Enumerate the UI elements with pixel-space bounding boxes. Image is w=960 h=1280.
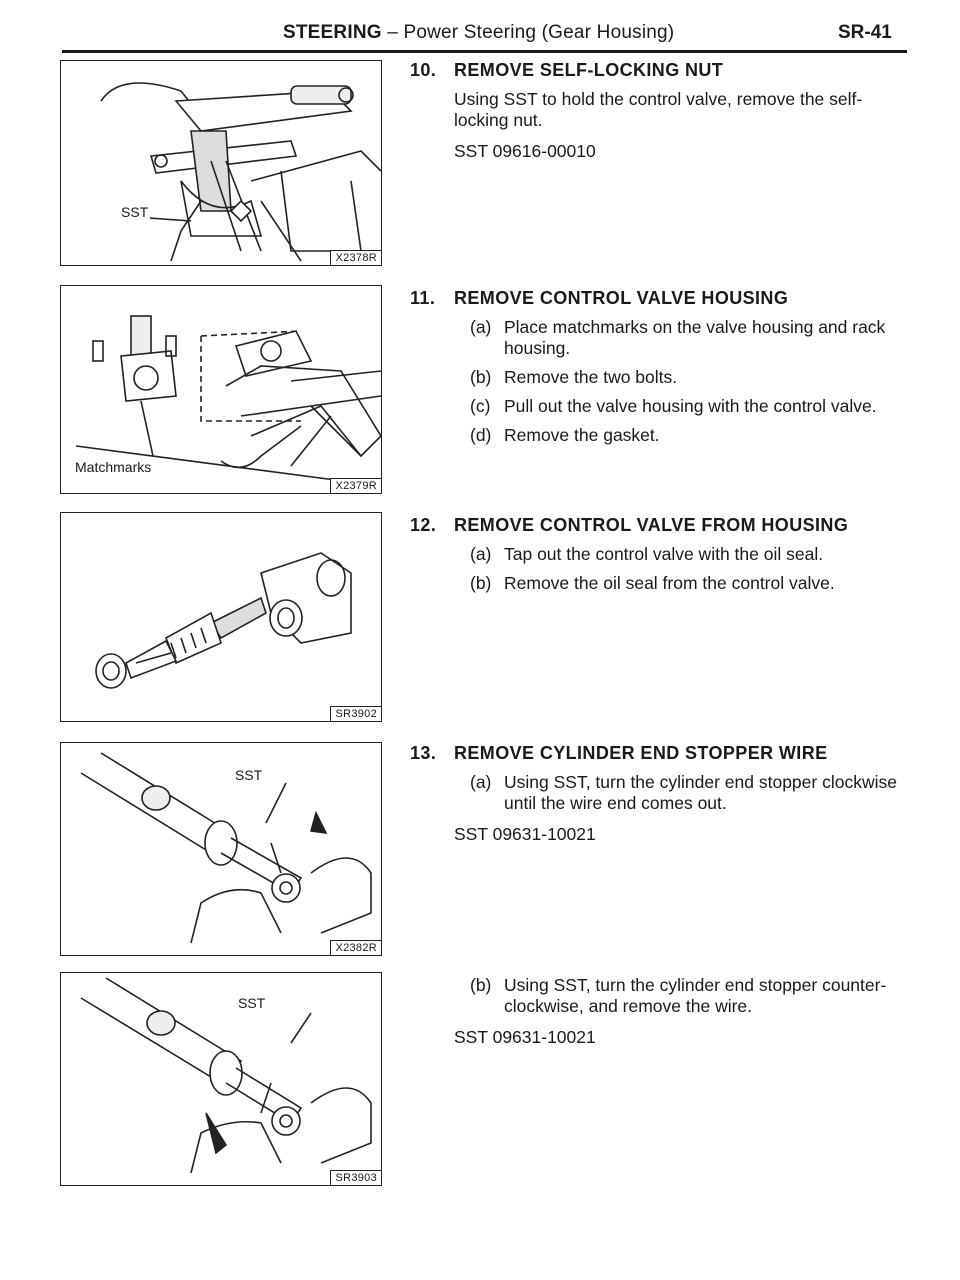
step-number: 12. — [410, 515, 437, 535]
figure-code: SR3902 — [330, 706, 381, 721]
sst-number: SST 09616-00010 — [454, 141, 596, 161]
page-header: STEERING – Power Steering (Gear Housing)… — [0, 10, 960, 53]
substep-label: (d) — [470, 425, 492, 445]
figure-control-valve-housing: Matchmarks X2379R — [60, 285, 382, 494]
header-section: STEERING — [283, 22, 382, 43]
illustration-self-locking-nut — [100, 82, 381, 262]
header-rule — [62, 50, 907, 53]
substep: (c) Pull out the valve housing with the c… — [470, 396, 910, 417]
step-13: 13. REMOVE CYLINDER END STOPPER WIRE (a)… — [410, 743, 910, 845]
illustration-control-valve-housing — [75, 315, 381, 487]
figure-code: X2378R — [330, 250, 381, 265]
illustration-control-valve — [95, 552, 352, 689]
substep-label: (a) — [470, 544, 492, 564]
step-heading: 10. REMOVE SELF-LOCKING NUT — [410, 60, 910, 81]
step-number: 10. — [410, 60, 437, 80]
substep-text: Remove the oil seal from the control val… — [504, 573, 835, 593]
substep: (b) Using SST, turn the cylinder end stop… — [470, 975, 910, 1017]
step-12: 12. REMOVE CONTROL VALVE FROM HOUSING (a… — [410, 515, 910, 594]
illustration-stopper-wire-counterclockwise — [80, 977, 372, 1174]
substep-label: (b) — [470, 573, 492, 593]
substep-label: (b) — [470, 975, 492, 995]
figure-self-locking-nut: SST X2378R — [60, 60, 382, 266]
step-number: 13. — [410, 743, 437, 763]
sst-number: SST 09631-10021 — [454, 824, 596, 844]
figure-code: X2379R — [330, 478, 381, 493]
substep: (a) Using SST, turn the cylinder end stop… — [470, 772, 910, 814]
step-heading: 11. REMOVE CONTROL VALVE HOUSING — [410, 288, 910, 309]
step-paragraph: Using SST to hold the control valve, rem… — [454, 89, 863, 130]
step-number: 11. — [410, 288, 436, 308]
substep: (a) Tap out the control valve with the oi… — [470, 544, 910, 565]
substep: (a) Place matchmarks on the valve housing… — [470, 317, 910, 359]
figure-label-matchmarks: Matchmarks — [73, 459, 154, 475]
substep-label: (a) — [470, 772, 492, 792]
sst-number: SST 09631-10021 — [454, 1027, 596, 1047]
substep-text: Remove the two bolts. — [504, 367, 678, 387]
step-heading: 13. REMOVE CYLINDER END STOPPER WIRE — [410, 743, 910, 764]
substep-text: Using SST, turn the cylinder end stopper… — [504, 772, 897, 813]
substep-text: Using SST, turn the cylinder end stopper… — [504, 975, 887, 1016]
step-title: REMOVE CYLINDER END STOPPER WIRE — [454, 743, 828, 763]
step-heading: 12. REMOVE CONTROL VALVE FROM HOUSING — [410, 515, 910, 536]
figure-code: X2382R — [330, 940, 381, 955]
substep-text: Tap out the control valve with the oil s… — [504, 544, 824, 564]
figure-stopper-wire-clockwise: SST X2382R — [60, 742, 382, 956]
figure-control-valve: SR3902 — [60, 512, 382, 722]
step-title: REMOVE CONTROL VALVE HOUSING — [454, 288, 789, 308]
step-11: 11. REMOVE CONTROL VALVE HOUSING (a) Plac… — [410, 288, 910, 446]
substep: (b) Remove the oil seal from the control … — [470, 573, 910, 594]
substep: (d) Remove the gasket. — [470, 425, 910, 446]
step-title: REMOVE SELF-LOCKING NUT — [454, 60, 724, 80]
figure-code: SR3903 — [330, 1170, 381, 1185]
substep: (b) Remove the two bolts. — [470, 367, 910, 388]
figure-stopper-wire-counterclockwise: SST SR3903 — [60, 972, 382, 1186]
substep-label: (a) — [470, 317, 492, 337]
header-title: STEERING – Power Steering (Gear Housing) — [283, 22, 674, 44]
substep-text: Remove the gasket. — [504, 425, 660, 445]
substep-label: (c) — [470, 396, 491, 416]
page-number: SR-41 — [838, 22, 892, 43]
header-subtitle: – Power Steering (Gear Housing) — [381, 22, 675, 43]
substep-text: Pull out the valve housing with the cont… — [504, 396, 877, 416]
figure-label-sst: SST — [119, 204, 151, 220]
step-13-continued: (b) Using SST, turn the cylinder end stop… — [410, 975, 910, 1048]
substep-text: Place matchmarks on the valve housing an… — [504, 317, 886, 358]
step-title: REMOVE CONTROL VALVE FROM HOUSING — [454, 515, 849, 535]
figure-label-sst: SST — [236, 995, 268, 1011]
substep-label: (b) — [470, 367, 492, 387]
step-10: 10. REMOVE SELF-LOCKING NUT Using SST to… — [410, 60, 910, 162]
illustration-stopper-wire-clockwise — [80, 752, 372, 944]
figure-label-sst: SST — [233, 767, 265, 783]
